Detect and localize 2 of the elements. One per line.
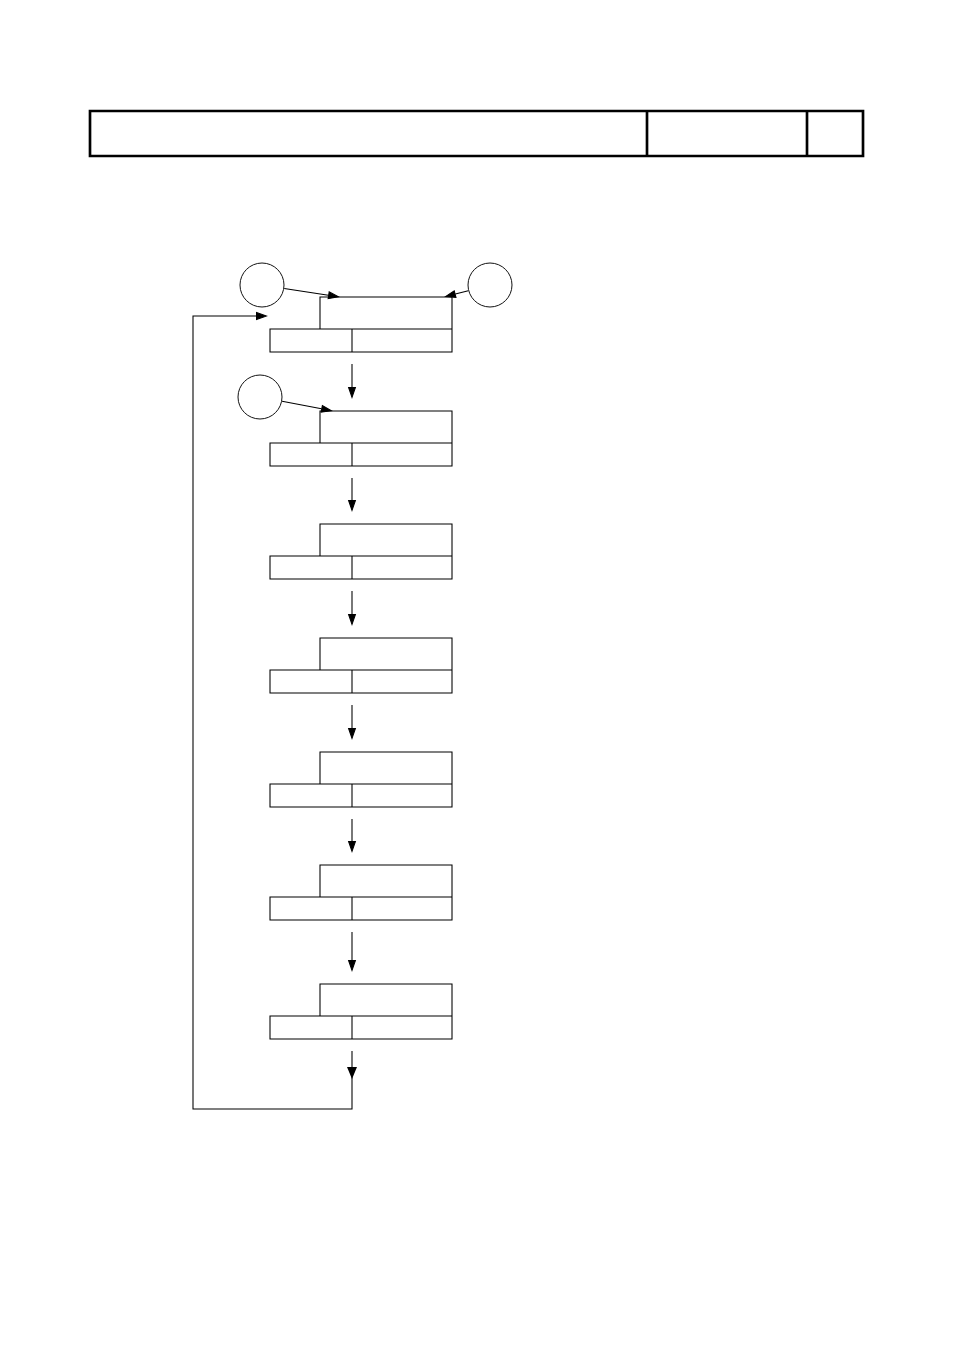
circle-node [467,262,513,308]
circle-node [239,262,285,308]
